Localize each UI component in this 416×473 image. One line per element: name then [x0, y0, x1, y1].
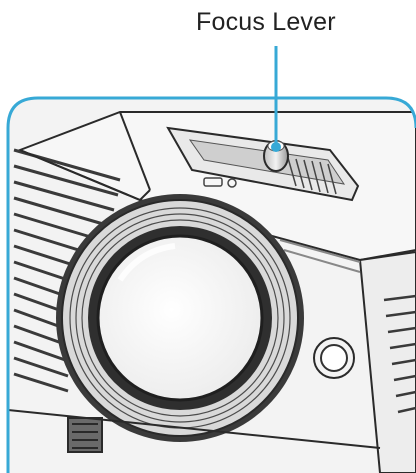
callout-dot [271, 142, 281, 152]
adjustable-foot [68, 418, 102, 452]
lens [56, 194, 304, 442]
projector-illustration [0, 98, 416, 473]
ir-sensor [314, 338, 354, 378]
